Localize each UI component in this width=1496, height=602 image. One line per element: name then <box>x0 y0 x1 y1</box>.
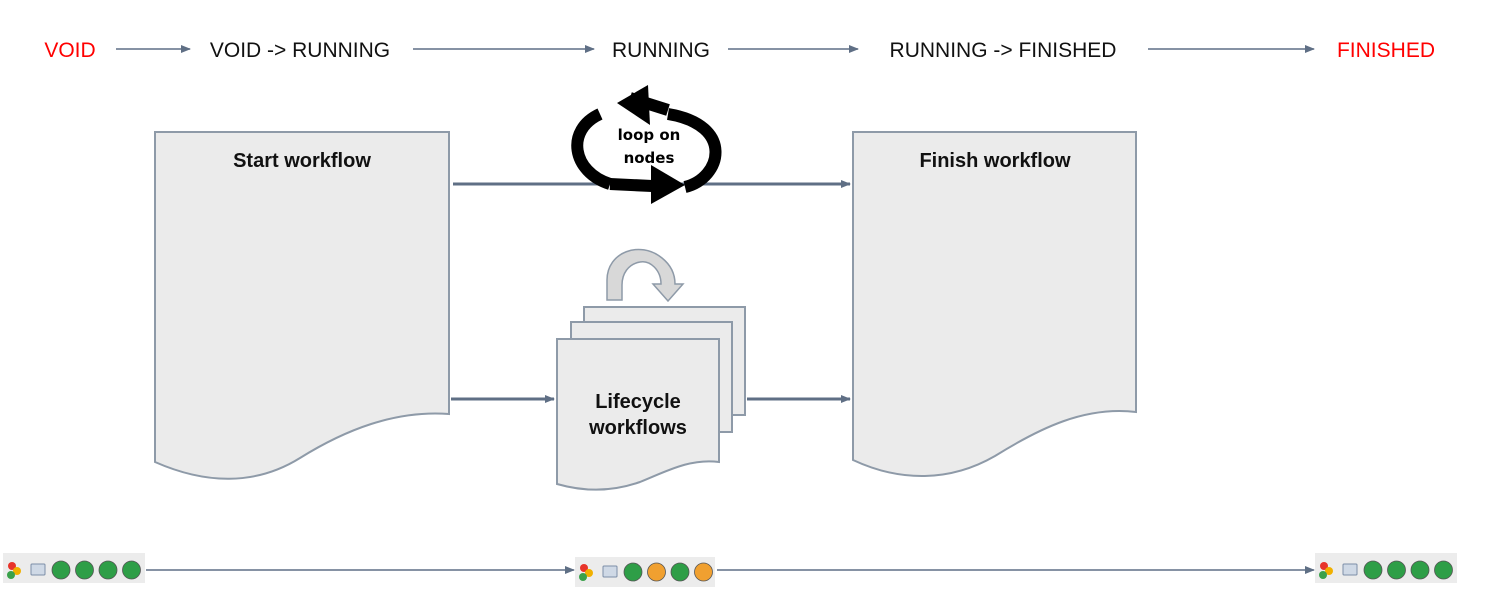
status-strip-2 <box>575 557 715 587</box>
status-dot-green <box>122 560 141 580</box>
status-dot-orange <box>647 562 666 582</box>
status-dot-green <box>1410 560 1430 580</box>
lifecycle-title-line1: Lifecycle <box>595 391 681 413</box>
lifecycle-doc-front <box>556 338 720 491</box>
state-running: RUNNING <box>612 39 710 62</box>
loop-cycle-icon <box>571 85 722 204</box>
finish-workflow-title: Finish workflow <box>919 150 1071 172</box>
start-workflow-title: Start workflow <box>233 150 371 172</box>
screen-icon <box>30 563 46 576</box>
app-logo-icon <box>8 562 16 570</box>
loop-label-line1: loop on <box>618 126 681 144</box>
lifecycle-title-line2: workflows <box>588 417 687 439</box>
start-workflow-document <box>154 131 450 480</box>
status-dot-green <box>75 560 94 580</box>
repeat-arrow-icon <box>606 248 685 303</box>
status-strip-3 <box>1315 553 1457 583</box>
status-dot-green <box>98 560 118 580</box>
app-logo-icon <box>1320 562 1328 570</box>
finish-workflow-document <box>852 131 1137 478</box>
loop-arrowhead-bottom <box>651 165 685 204</box>
state-void: VOID <box>44 39 95 62</box>
app-logo-icon <box>580 564 588 572</box>
status-dot-green <box>1387 560 1406 580</box>
screen-icon <box>1342 563 1358 576</box>
status-dot-orange <box>694 562 713 582</box>
status-dot-green <box>623 562 643 582</box>
lifecycle-workflows-stack: Lifecycle workflows <box>556 306 746 491</box>
status-dot-green <box>51 560 71 580</box>
screen-icon <box>602 565 618 578</box>
state-finished: FINISHED <box>1337 39 1435 62</box>
status-strip-1 <box>3 553 145 583</box>
state-running-to-finished: RUNNING -> FINISHED <box>890 39 1117 62</box>
status-dot-green <box>670 562 690 582</box>
loop-label-line2: nodes <box>624 149 675 167</box>
status-dot-green <box>1434 560 1453 580</box>
state-void-to-running: VOID -> RUNNING <box>210 39 390 62</box>
loop-arrowhead-top <box>617 85 650 125</box>
status-dot-green <box>1363 560 1383 580</box>
